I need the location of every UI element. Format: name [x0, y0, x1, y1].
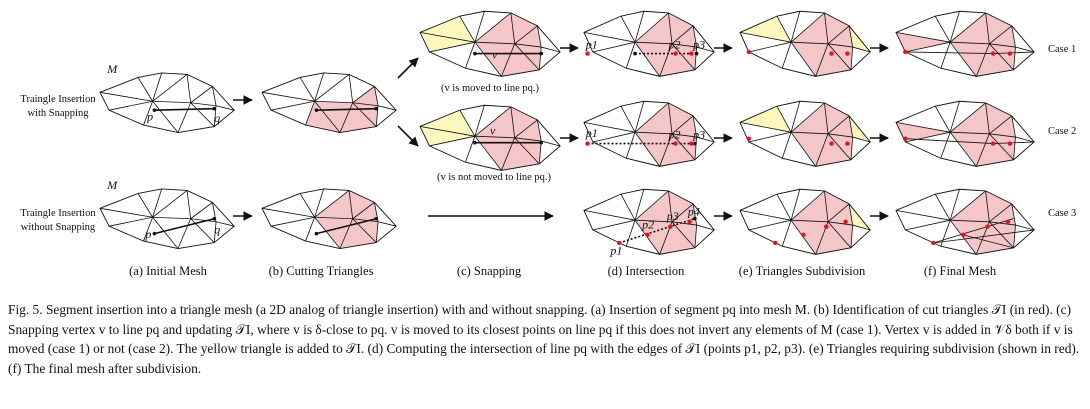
- subfigure-label-a: (a) Initial Mesh: [129, 264, 208, 278]
- intersection-point: [1005, 219, 1011, 225]
- mesh-symbol-v: v: [492, 47, 498, 61]
- intersection-point: [773, 240, 778, 246]
- intersection-point: [824, 224, 829, 229]
- segment-insertion-figure: Traingle Insertion with Snapping Traingl…: [20, 10, 1076, 278]
- intersection-point: [645, 232, 650, 238]
- intersection-point: [585, 141, 590, 146]
- intersection-point: [687, 219, 692, 225]
- mesh-symbol-q: q: [214, 223, 220, 237]
- svg-text:without Snapping: without Snapping: [21, 222, 96, 233]
- intersection-point: [1007, 141, 1013, 146]
- intersection-point: [673, 141, 678, 146]
- mesh-final-no-snapping: [895, 188, 1035, 255]
- snap-note-moved: (v is moved to line pq.): [441, 83, 539, 94]
- intersection-point: [829, 51, 834, 56]
- mesh-intersection-no-snapping: p1 p2 p3 p4: [583, 188, 715, 257]
- mesh-symbol-p: p: [146, 110, 153, 124]
- mesh-snapping-case1: v: [419, 10, 561, 77]
- mesh-initial-snapping: Mp q: [99, 62, 235, 133]
- mesh-symbol-p1: p1: [585, 38, 598, 52]
- subfigure-label-c: (c) Snapping: [457, 264, 522, 278]
- row-label-with-snapping: Traingle Insertion with Snapping: [20, 94, 96, 119]
- figure-caption: Fig. 5. Segment insertion into a triangl…: [8, 300, 1080, 378]
- mesh-subdivision-no-snapping: [739, 188, 871, 255]
- mesh-cutting-snapping: [261, 72, 397, 133]
- mesh-symbol-q: q: [214, 111, 220, 125]
- snap-note-not-moved: (v is not moved to line pq.): [437, 172, 552, 183]
- mesh-symbol-v: v: [490, 124, 496, 138]
- case-label-3: Case 3: [1048, 208, 1076, 219]
- intersection-point: [668, 224, 673, 229]
- mesh-symbol-p2: p2: [641, 217, 654, 231]
- intersection-point: [845, 51, 850, 56]
- intersection-point: [689, 51, 694, 56]
- mesh-symbol-p: p: [144, 227, 151, 241]
- mesh-cutting-no-snapping: [261, 188, 397, 249]
- intersection-point: [801, 232, 806, 238]
- mesh-symbol-mesh: M: [106, 62, 118, 76]
- intersection-point: [829, 141, 834, 146]
- intersection-point: [845, 141, 850, 146]
- intersection-point: [961, 232, 966, 238]
- mesh-initial-no-snapping: Mp q: [99, 178, 235, 249]
- subfigure-label-e: (e) Triangles Subdivision: [739, 264, 866, 278]
- subfigure-label-f: (f) Final Mesh: [924, 264, 997, 278]
- caption-text: Fig. 5. Segment insertion into a triangl…: [8, 302, 1080, 376]
- intersection-point: [1007, 51, 1013, 56]
- intersection-point: [689, 141, 694, 146]
- mesh-symbol-p2: p2: [667, 38, 680, 52]
- mesh-subdivision-case2: [739, 100, 871, 167]
- mesh-snapping-case2: v: [419, 104, 561, 171]
- intersection-point: [746, 136, 751, 141]
- intersection-point: [990, 51, 996, 56]
- intersection-point: [843, 219, 848, 225]
- mesh-symbol-mesh: M: [106, 178, 118, 192]
- mesh-intersection-case1: p1 p2 p3: [583, 10, 715, 77]
- intersection-point: [746, 49, 751, 55]
- mesh-symbol-p2: p2: [667, 128, 680, 142]
- mesh-symbol-p3: p3: [692, 128, 705, 142]
- subfigure-label-d: (d) Intersection: [608, 264, 685, 278]
- mesh-symbol-p1: p1: [585, 126, 598, 140]
- svg-text:with Snapping: with Snapping: [28, 108, 90, 119]
- mesh-final-case2: [895, 100, 1035, 167]
- intersection-point: [903, 49, 908, 55]
- mesh-symbol-p4: p4: [687, 204, 700, 218]
- stage-arrows: [233, 43, 889, 221]
- case-label-2: Case 2: [1048, 126, 1076, 137]
- mesh-symbol-p1: p1: [609, 243, 622, 257]
- intersection-point: [585, 51, 590, 56]
- intersection-point: [990, 141, 996, 146]
- mesh-intersection-case2: p1 p2 p3: [583, 100, 715, 167]
- subfigure-label-b: (b) Cutting Triangles: [269, 264, 374, 278]
- svg-text:Traingle Insertion: Traingle Insertion: [20, 94, 96, 105]
- mesh-symbol-p3: p3: [692, 38, 705, 52]
- intersection-point: [903, 136, 908, 141]
- intersection-point: [673, 51, 678, 56]
- row-label-without-snapping: Traingle Insertion without Snapping: [20, 208, 96, 233]
- intersection-point: [985, 224, 990, 229]
- intersection-point: [617, 240, 622, 246]
- case-label-1: Case 1: [1048, 44, 1076, 55]
- mesh-final-case1: [895, 10, 1035, 77]
- mesh-subdivision-case1: [739, 10, 871, 77]
- mesh-symbol-p3: p3: [666, 209, 679, 223]
- svg-text:Traingle Insertion: Traingle Insertion: [20, 208, 96, 219]
- intersection-point: [931, 240, 936, 246]
